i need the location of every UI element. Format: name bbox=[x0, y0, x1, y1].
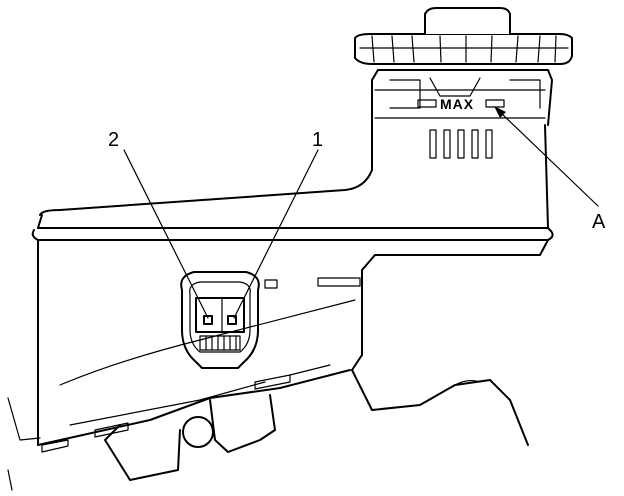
body-slot bbox=[317, 277, 361, 287]
mounting-hole bbox=[182, 416, 214, 448]
max-line-left bbox=[417, 99, 437, 108]
leader-line-a bbox=[499, 111, 599, 207]
filler-neck: MAX bbox=[371, 69, 553, 159]
terminal-2 bbox=[203, 315, 213, 325]
reservoir-cap bbox=[354, 7, 573, 65]
level-slot bbox=[457, 129, 465, 159]
terminal-1 bbox=[227, 315, 237, 325]
level-slot bbox=[429, 129, 437, 159]
level-slot bbox=[485, 129, 493, 159]
body-slot bbox=[264, 279, 278, 289]
callout-label-1: 1 bbox=[312, 129, 323, 151]
arrowhead-a bbox=[494, 106, 506, 118]
callout-label-2: 2 bbox=[108, 129, 119, 151]
reservoir-body bbox=[7, 117, 554, 491]
leader-line-2 bbox=[123, 149, 209, 319]
leader-lines bbox=[123, 106, 599, 319]
callout-label-a: A bbox=[592, 211, 606, 233]
level-slot bbox=[471, 129, 479, 159]
leader-line-1 bbox=[233, 149, 319, 319]
connector-housing bbox=[195, 297, 245, 333]
level-slot bbox=[443, 129, 451, 159]
max-line-right bbox=[485, 99, 505, 108]
level-sensor-connector bbox=[180, 271, 260, 369]
max-mark-text: MAX bbox=[440, 96, 474, 112]
